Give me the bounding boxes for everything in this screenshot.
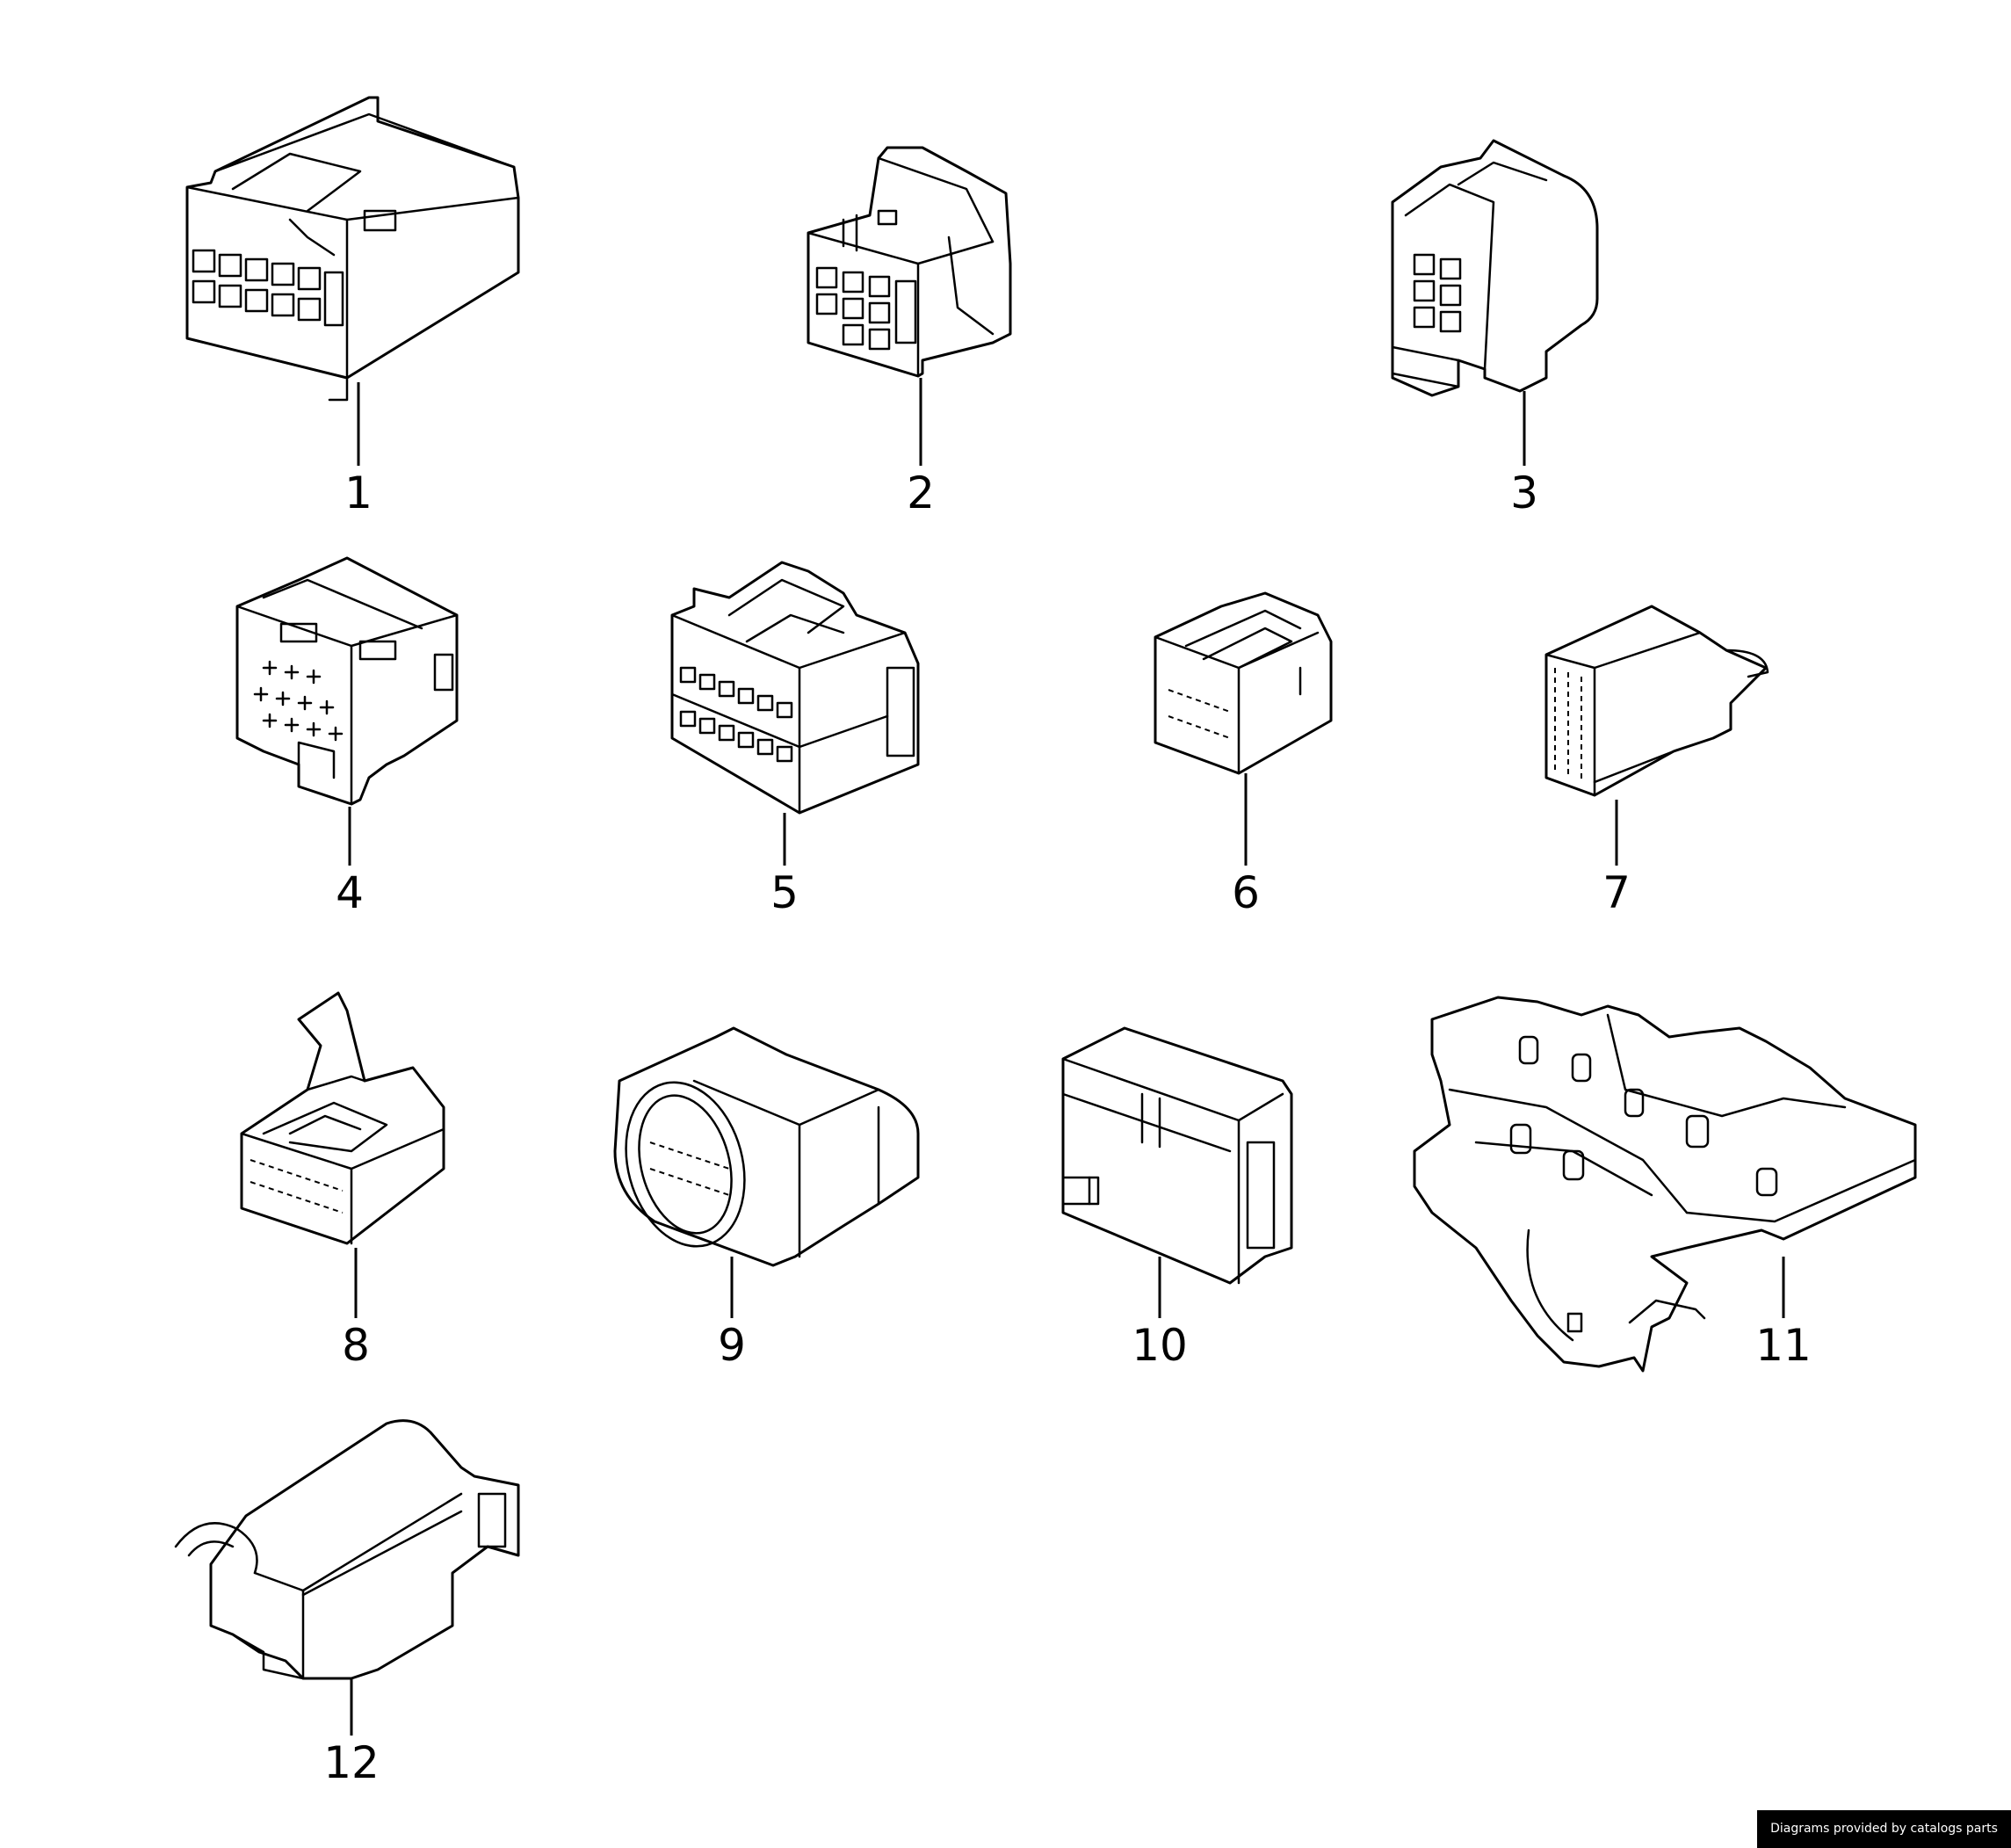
callout-10[interactable]: 10 — [1132, 1320, 1188, 1371]
part-12-drawing[interactable] — [174, 1419, 520, 1680]
part-9-drawing[interactable] — [609, 1026, 920, 1267]
callout-12[interactable]: 12 — [323, 1737, 380, 1788]
callout-6[interactable]: 6 — [1232, 867, 1260, 918]
part-5-drawing[interactable] — [670, 561, 920, 815]
part-4-drawing[interactable] — [235, 556, 459, 806]
callout-4[interactable]: 4 — [336, 867, 364, 918]
part-2-drawing[interactable] — [807, 146, 1012, 378]
part-8-drawing[interactable] — [240, 991, 445, 1245]
part-10-drawing[interactable] — [1061, 1026, 1293, 1285]
callout-5[interactable]: 5 — [770, 867, 799, 918]
callout-1[interactable]: 1 — [344, 467, 373, 518]
part-3-drawing[interactable] — [1391, 139, 1599, 397]
callout-3[interactable]: 3 — [1510, 467, 1538, 518]
part-11-drawing[interactable] — [1413, 996, 1917, 1373]
callout-2[interactable]: 2 — [907, 467, 935, 518]
diagram-credit: Diagrams provided by catalogs parts — [1757, 1810, 2011, 1848]
callout-9[interactable]: 9 — [718, 1320, 746, 1371]
callout-11[interactable]: 11 — [1755, 1320, 1812, 1371]
callout-8[interactable]: 8 — [342, 1320, 370, 1371]
part-1-drawing[interactable] — [185, 96, 520, 402]
callout-7[interactable]: 7 — [1602, 867, 1631, 918]
part-7-drawing[interactable] — [1544, 605, 1769, 797]
part-6-drawing[interactable] — [1154, 591, 1333, 775]
